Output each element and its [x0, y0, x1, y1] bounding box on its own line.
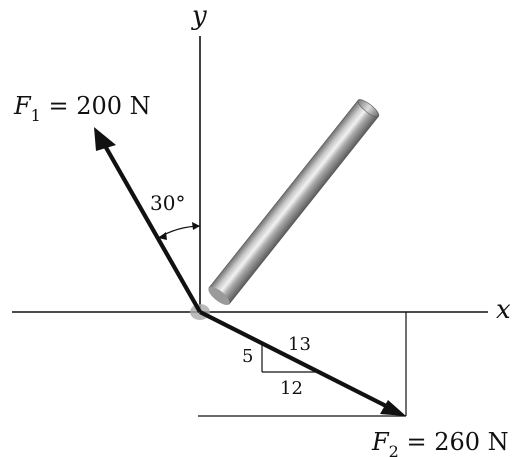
slope-triangle: [261, 342, 322, 373]
slope-horizontal-label: 12: [280, 378, 303, 399]
force-f2-label: F2 = 260 N: [371, 428, 509, 457]
slope-vertical-label: 5: [242, 346, 253, 367]
angle-arc: [157, 222, 201, 240]
rod: [208, 99, 380, 305]
x-axis-label: x: [496, 295, 511, 325]
y-axis-label: y: [191, 1, 207, 31]
angle-label: 30°: [150, 191, 185, 215]
force-f2-arrow: [199, 310, 406, 416]
force-f1-label: F1 = 200 N: [13, 92, 151, 125]
force-f1-arrow: [94, 127, 202, 314]
slope-hypotenuse-label: 13: [288, 334, 311, 355]
